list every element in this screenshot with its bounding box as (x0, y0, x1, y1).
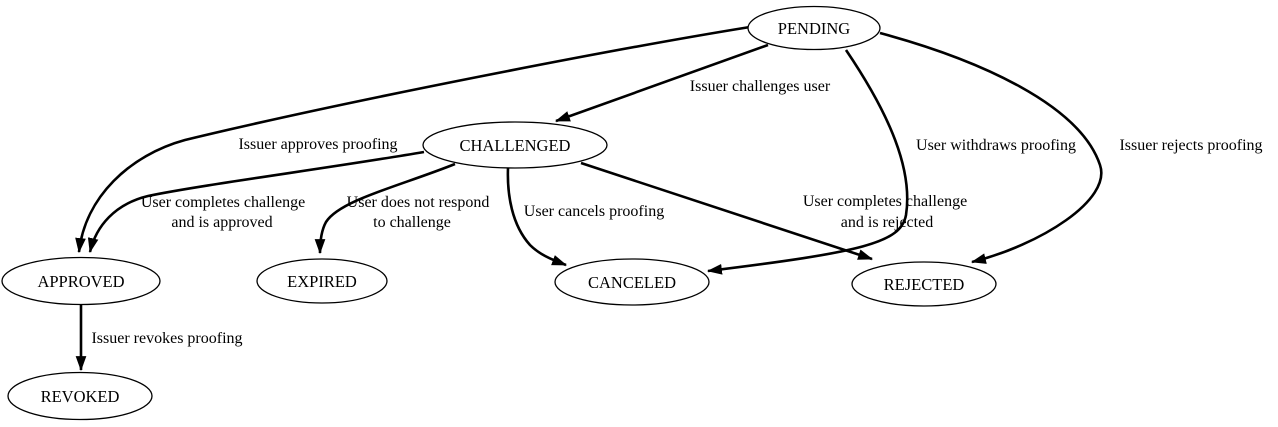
edge-approved-revoked-label: Issuer revokes proofing (91, 330, 242, 347)
node-expired-ellipse (256, 258, 388, 304)
edge-pending-canceled-line (706, 49, 909, 275)
edge-challenged-rejected-line (580, 161, 874, 261)
edge-challenged-expired-line (314, 162, 456, 255)
edge-challenged-approved-line (87, 150, 425, 254)
node-approved: APPROVED (1, 256, 161, 306)
edge-pending-canceled-label: User withdraws proofing (916, 137, 1076, 154)
node-expired: EXPIRED (256, 258, 388, 304)
node-revoked-ellipse (7, 371, 153, 421)
edge-challenged-expired-label-line1: User does not respond (347, 194, 490, 211)
edge-challenged-approved-label-line1: User completes challenge (141, 194, 305, 211)
edge-pending-rejected-label: Issuer rejects proofing (1119, 137, 1262, 154)
node-expired-label: EXPIRED (287, 272, 357, 291)
edge-pending-approved-line (75, 25, 751, 254)
edge-challenged-canceled-line (506, 167, 568, 267)
edge-pending-approved: Issuer approves proofing (75, 25, 751, 254)
node-pending-label: PENDING (778, 19, 850, 38)
node-revoked-label: REVOKED (41, 387, 120, 406)
edge-challenged-rejected-label-line1: User completes challenge (803, 193, 967, 210)
edge-challenged-approved-label-line2: and is approved (171, 214, 272, 231)
node-canceled-ellipse (554, 258, 710, 306)
edge-challenged-canceled-label: User cancels proofing (524, 203, 664, 220)
edge-challenged-expired-label-line2: to challenge (373, 214, 451, 231)
edge-pending-rejected-line (879, 31, 1103, 264)
node-challenged-label: CHALLENGED (460, 136, 571, 155)
edge-challenged-canceled: User cancels proofing (506, 167, 664, 267)
edge-pending-rejected: Issuer rejects proofing (879, 31, 1263, 264)
node-approved-ellipse (1, 256, 161, 306)
node-revoked: REVOKED (7, 371, 153, 421)
edge-challenged-approved: User completes challenge and is approved (87, 150, 425, 254)
node-challenged: CHALLENGED (422, 121, 608, 169)
edge-pending-challenged-line (554, 43, 769, 123)
node-pending-ellipse (747, 5, 881, 51)
node-pending: PENDING (747, 5, 881, 51)
node-challenged-ellipse (422, 121, 608, 169)
edge-challenged-rejected: User completes challenge and is rejected (580, 161, 967, 261)
edge-pending-canceled: User withdraws proofing (706, 49, 1076, 275)
edge-challenged-expired: User does not respond to challenge (314, 162, 490, 255)
node-rejected: REJECTED (851, 261, 997, 307)
edge-challenged-rejected-label-line2: and is rejected (841, 214, 933, 231)
edge-pending-challenged: Issuer challenges user (554, 43, 831, 123)
edge-pending-approved-label: Issuer approves proofing (238, 136, 397, 153)
node-rejected-ellipse (851, 261, 997, 307)
node-approved-label: APPROVED (37, 272, 124, 291)
node-canceled: CANCELED (554, 258, 710, 306)
node-rejected-label: REJECTED (884, 275, 965, 294)
edge-pending-challenged-label: Issuer challenges user (690, 78, 831, 95)
edge-approved-revoked: Issuer revokes proofing (75, 305, 243, 372)
node-canceled-label: CANCELED (588, 273, 676, 292)
